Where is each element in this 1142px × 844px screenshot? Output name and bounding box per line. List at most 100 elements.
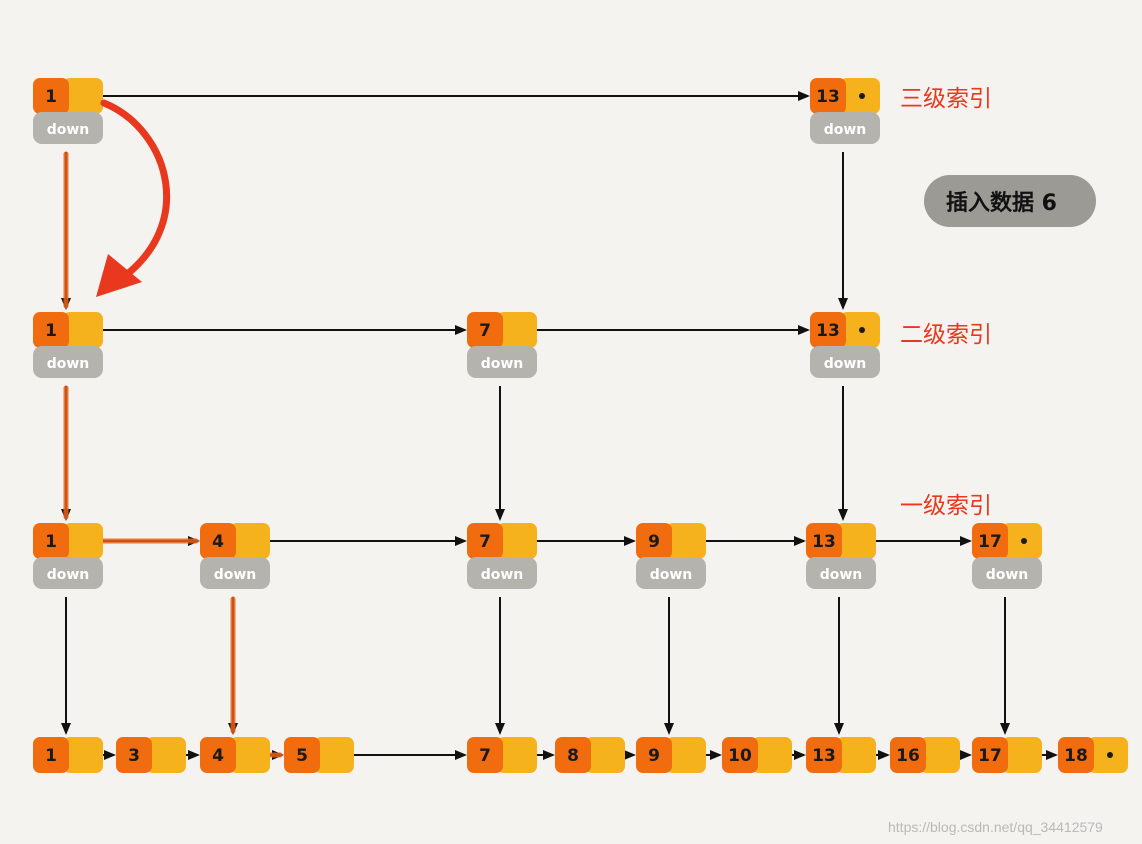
node-value: 8 bbox=[567, 746, 579, 766]
node-value: 4 bbox=[212, 532, 224, 552]
node: 13 down bbox=[810, 312, 880, 378]
node-value-box bbox=[806, 523, 842, 559]
node-down-label: down bbox=[986, 567, 1029, 583]
node: 13 down bbox=[806, 523, 876, 589]
node-value: 4 bbox=[212, 746, 224, 766]
node-value-box bbox=[810, 312, 846, 348]
node-value: 7 bbox=[479, 321, 491, 341]
node-value-box bbox=[972, 523, 1008, 559]
node-down-box bbox=[33, 557, 103, 589]
node: 5 bbox=[284, 737, 354, 773]
node-pointer-box bbox=[752, 737, 792, 773]
level-label-2: 二级索引 bbox=[900, 322, 992, 348]
node: 7 bbox=[467, 737, 537, 773]
node-value-box bbox=[200, 523, 236, 559]
node-value: 13 bbox=[812, 532, 836, 552]
node-pointer-box bbox=[585, 737, 625, 773]
node-value-box bbox=[200, 737, 236, 773]
node-value-box bbox=[1058, 737, 1094, 773]
node: 8 bbox=[555, 737, 625, 773]
node-value: 13 bbox=[816, 87, 840, 107]
node: 9 bbox=[636, 737, 706, 773]
node-pointer-box bbox=[63, 523, 103, 559]
node: 7 down bbox=[467, 312, 537, 378]
node-value-box bbox=[33, 523, 69, 559]
node-value: 1 bbox=[45, 321, 57, 341]
node-value: 17 bbox=[978, 746, 1002, 766]
node-value: 3 bbox=[128, 746, 140, 766]
node-down-label: down bbox=[481, 567, 524, 583]
node: 10 bbox=[722, 737, 792, 773]
node-value-box bbox=[284, 737, 320, 773]
title-text: 插入数据 6 bbox=[946, 190, 1057, 216]
node-value-box bbox=[33, 312, 69, 348]
search-path bbox=[63, 151, 283, 758]
node-pointer-box bbox=[666, 737, 706, 773]
node: 18 bbox=[1058, 737, 1128, 773]
node-down-label: down bbox=[47, 356, 90, 372]
node-pointer-box bbox=[836, 523, 876, 559]
node-value-box bbox=[33, 78, 69, 114]
node: 4 down bbox=[200, 523, 270, 589]
level-label-3: 三级索引 bbox=[900, 86, 992, 112]
node: 17 down bbox=[972, 523, 1042, 589]
node-value: 1 bbox=[45, 532, 57, 552]
node-value-box bbox=[555, 737, 591, 773]
red-curve-arrow bbox=[96, 99, 170, 297]
node-value-box bbox=[467, 312, 503, 348]
node-down-label: down bbox=[481, 356, 524, 372]
node-value: 1 bbox=[45, 87, 57, 107]
null-pointer-dot bbox=[1021, 538, 1027, 544]
node-value-box bbox=[636, 523, 672, 559]
node-down-box bbox=[467, 346, 537, 378]
node-value: 1 bbox=[45, 746, 57, 766]
node-down-label: down bbox=[650, 567, 693, 583]
pointer-arrows bbox=[61, 91, 1058, 760]
node-pointer-box bbox=[146, 737, 186, 773]
node: 16 bbox=[890, 737, 960, 773]
node-down-label: down bbox=[824, 356, 867, 372]
node: 3 bbox=[116, 737, 186, 773]
null-pointer-dot bbox=[1107, 752, 1113, 758]
node-down-box bbox=[467, 557, 537, 589]
node-value: 17 bbox=[978, 532, 1002, 552]
node-pointer-box bbox=[63, 737, 103, 773]
node-down-box bbox=[972, 557, 1042, 589]
node-down-label: down bbox=[820, 567, 863, 583]
node-value: 9 bbox=[648, 532, 660, 552]
node-value: 7 bbox=[479, 532, 491, 552]
node-down-box bbox=[33, 346, 103, 378]
null-pointer-dot bbox=[859, 93, 865, 99]
node-down-box bbox=[200, 557, 270, 589]
node-pointer-box bbox=[63, 78, 103, 114]
node: 7 down bbox=[467, 523, 537, 589]
node-pointer-box bbox=[666, 523, 706, 559]
node-pointer-box bbox=[314, 737, 354, 773]
node-value-box bbox=[116, 737, 152, 773]
node-value-box bbox=[636, 737, 672, 773]
node-value: 18 bbox=[1064, 746, 1088, 766]
node-value-box bbox=[467, 523, 503, 559]
node: 17 bbox=[972, 737, 1042, 773]
node-down-label: down bbox=[214, 567, 257, 583]
node: 13 down bbox=[810, 78, 880, 144]
node-down-box bbox=[810, 112, 880, 144]
node-pointer-box bbox=[230, 523, 270, 559]
node-value: 13 bbox=[816, 321, 840, 341]
node-down-label: down bbox=[824, 122, 867, 138]
node-value-box bbox=[806, 737, 842, 773]
watermark: https://blog.csdn.net/qq_34412579 bbox=[888, 819, 1103, 835]
node-value-box bbox=[33, 737, 69, 773]
node-value: 13 bbox=[812, 746, 836, 766]
node-pointer-box bbox=[63, 312, 103, 348]
node-value: 16 bbox=[896, 746, 920, 766]
node-value-box bbox=[972, 737, 1008, 773]
node-pointer-box bbox=[497, 312, 537, 348]
null-pointer-dot bbox=[859, 327, 865, 333]
node-pointer-box bbox=[920, 737, 960, 773]
node-value-box bbox=[810, 78, 846, 114]
node-value: 9 bbox=[648, 746, 660, 766]
